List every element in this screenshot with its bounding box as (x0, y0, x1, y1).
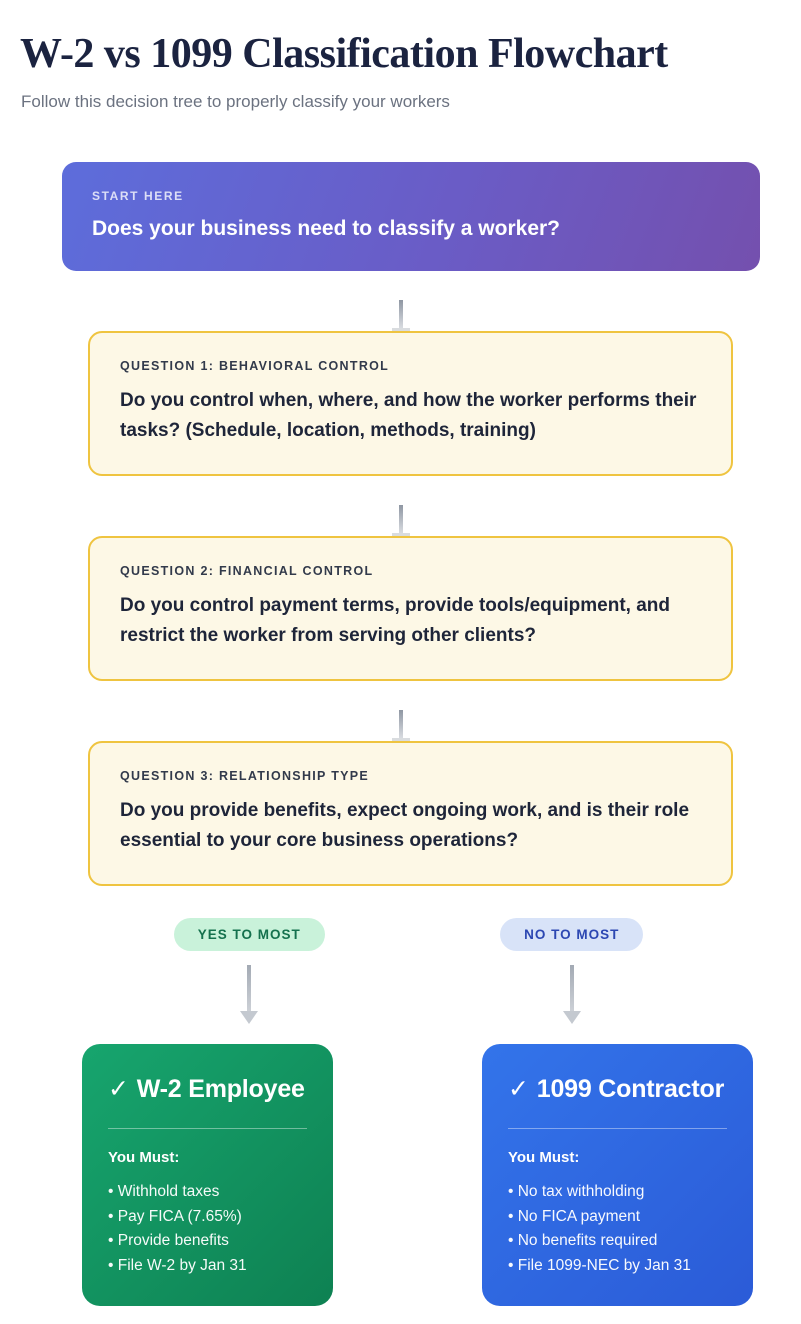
connector (0, 271, 801, 332)
divider (108, 1128, 307, 1130)
list-item: File W-2 by Jan 31 (108, 1254, 307, 1278)
result-title-text: 1099 Contractor (536, 1075, 725, 1104)
page-title: W-2 vs 1099 Classification Flowchart (20, 31, 668, 77)
question-label: QUESTION 2: FINANCIAL CONTROL (120, 564, 374, 579)
branch-no: NO TO MOST (411, 918, 734, 1025)
arrow-down-icon (398, 505, 403, 534)
check-icon: ✓ (508, 1075, 529, 1104)
branch-yes: YES TO MOST (88, 918, 411, 1025)
question-node-3: QUESTION 3: RELATIONSHIP TYPE Do you pro… (88, 741, 733, 887)
question-label: QUESTION 3: RELATIONSHIP TYPE (120, 769, 370, 784)
list-item: No tax withholding (508, 1180, 727, 1204)
result-card-w2-employee: ✓W-2 Employee You Must: Withhold taxesPa… (82, 1044, 333, 1307)
branch-row: YES TO MOST NO TO MOST (88, 918, 734, 1025)
question-text: Do you provide benefits, expect ongoing … (120, 800, 690, 852)
question-node-2: QUESTION 2: FINANCIAL CONTROL Do you con… (88, 536, 733, 682)
result-subheading: You Must: (108, 1149, 180, 1167)
result-list: No tax withholdingNo FICA paymentNo bene… (508, 1180, 727, 1278)
start-question: Does your business need to classify a wo… (92, 217, 560, 241)
divider (508, 1128, 727, 1130)
arrow-down-icon (398, 710, 403, 739)
connector (0, 681, 801, 742)
result-card-1099-contractor: ✓1099 Contractor You Must: No tax withho… (482, 1044, 753, 1307)
question-node-1: QUESTION 1: BEHAVIORAL CONTROL Do you co… (88, 331, 733, 477)
result-list: Withhold taxesPay FICA (7.65%)Provide be… (108, 1180, 307, 1278)
no-to-most-badge: NO TO MOST (500, 918, 644, 952)
result-subheading: You Must: (508, 1149, 580, 1167)
arrow-base-icon (391, 533, 410, 537)
start-node: START HERE Does your business need to cl… (62, 162, 760, 272)
list-item: Provide benefits (108, 1229, 307, 1253)
check-icon: ✓ (108, 1075, 129, 1104)
list-item: File 1099-NEC by Jan 31 (508, 1254, 727, 1278)
connector (0, 476, 801, 537)
result-title-text: W-2 Employee (136, 1075, 305, 1104)
list-item: No FICA payment (508, 1205, 727, 1229)
list-item: No benefits required (508, 1229, 727, 1253)
arrow-down-icon (562, 965, 581, 1025)
question-label: QUESTION 1: BEHAVIORAL CONTROL (120, 359, 390, 374)
page-subtitle: Follow this decision tree to properly cl… (21, 92, 450, 112)
question-text: Do you control payment terms, provide to… (120, 595, 671, 647)
yes-to-most-badge: YES TO MOST (173, 918, 325, 952)
arrow-down-icon (398, 300, 403, 329)
list-item: Withhold taxes (108, 1180, 307, 1204)
arrow-down-icon (240, 965, 259, 1025)
results-row: ✓W-2 Employee You Must: Withhold taxesPa… (82, 1044, 753, 1307)
arrow-base-icon (391, 738, 410, 742)
result-title: ✓W-2 Employee (108, 1074, 307, 1104)
list-item: Pay FICA (7.65%) (108, 1205, 307, 1229)
result-title: ✓1099 Contractor (508, 1074, 727, 1104)
arrow-base-icon (391, 328, 410, 332)
start-label: START HERE (92, 189, 184, 204)
question-text: Do you control when, where, and how the … (120, 390, 697, 442)
